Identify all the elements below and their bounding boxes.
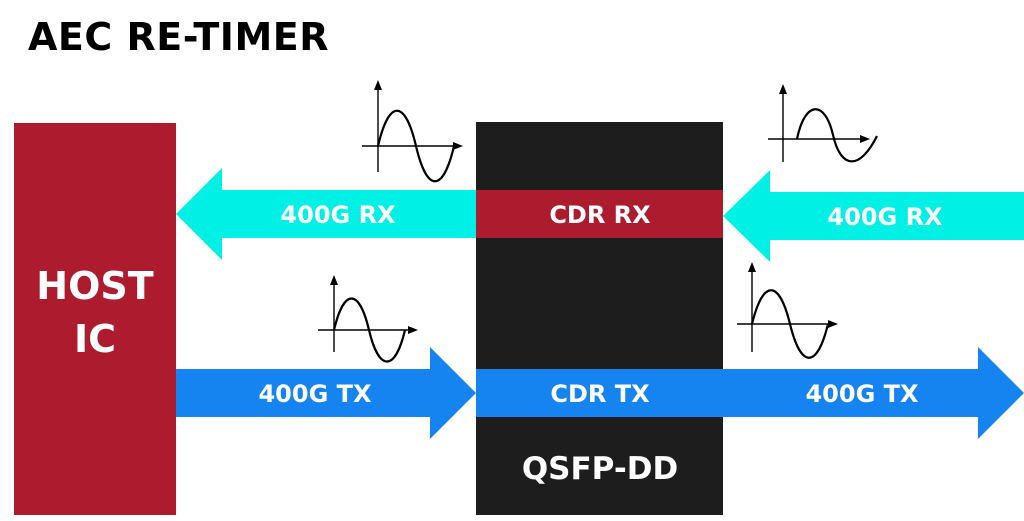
tx-arrow-line-label: 400G TX [805, 380, 919, 408]
host-ic-label-line1: HOST [36, 264, 153, 308]
sine-wave-icon [768, 84, 878, 163]
host-ic-block [14, 123, 176, 515]
host-ic-label-line2: IC [74, 317, 116, 361]
rx-arrow-host [176, 168, 476, 260]
tx-arrow-host [176, 347, 476, 439]
qsfp-dd-module [476, 122, 723, 515]
sine-wave-icon [362, 80, 463, 183]
cdr-rx-band [476, 190, 723, 238]
rx-arrow-line-label: 400G RX [827, 203, 943, 231]
sine-wave-icon [318, 275, 418, 363]
diagram-title: AEC RE-TIMER [28, 15, 329, 59]
tx-arrow-line [476, 347, 1024, 439]
cdr-rx-label: CDR RX [549, 201, 651, 229]
qsfp-dd-label: QSFP-DD [522, 451, 678, 487]
rx-arrow-line [723, 170, 1024, 262]
cdr-tx-label: CDR TX [550, 380, 650, 408]
sine-wave-icon [737, 262, 838, 359]
rx-arrow-host-label: 400G RX [280, 201, 396, 229]
tx-arrow-host-label: 400G TX [258, 380, 372, 408]
